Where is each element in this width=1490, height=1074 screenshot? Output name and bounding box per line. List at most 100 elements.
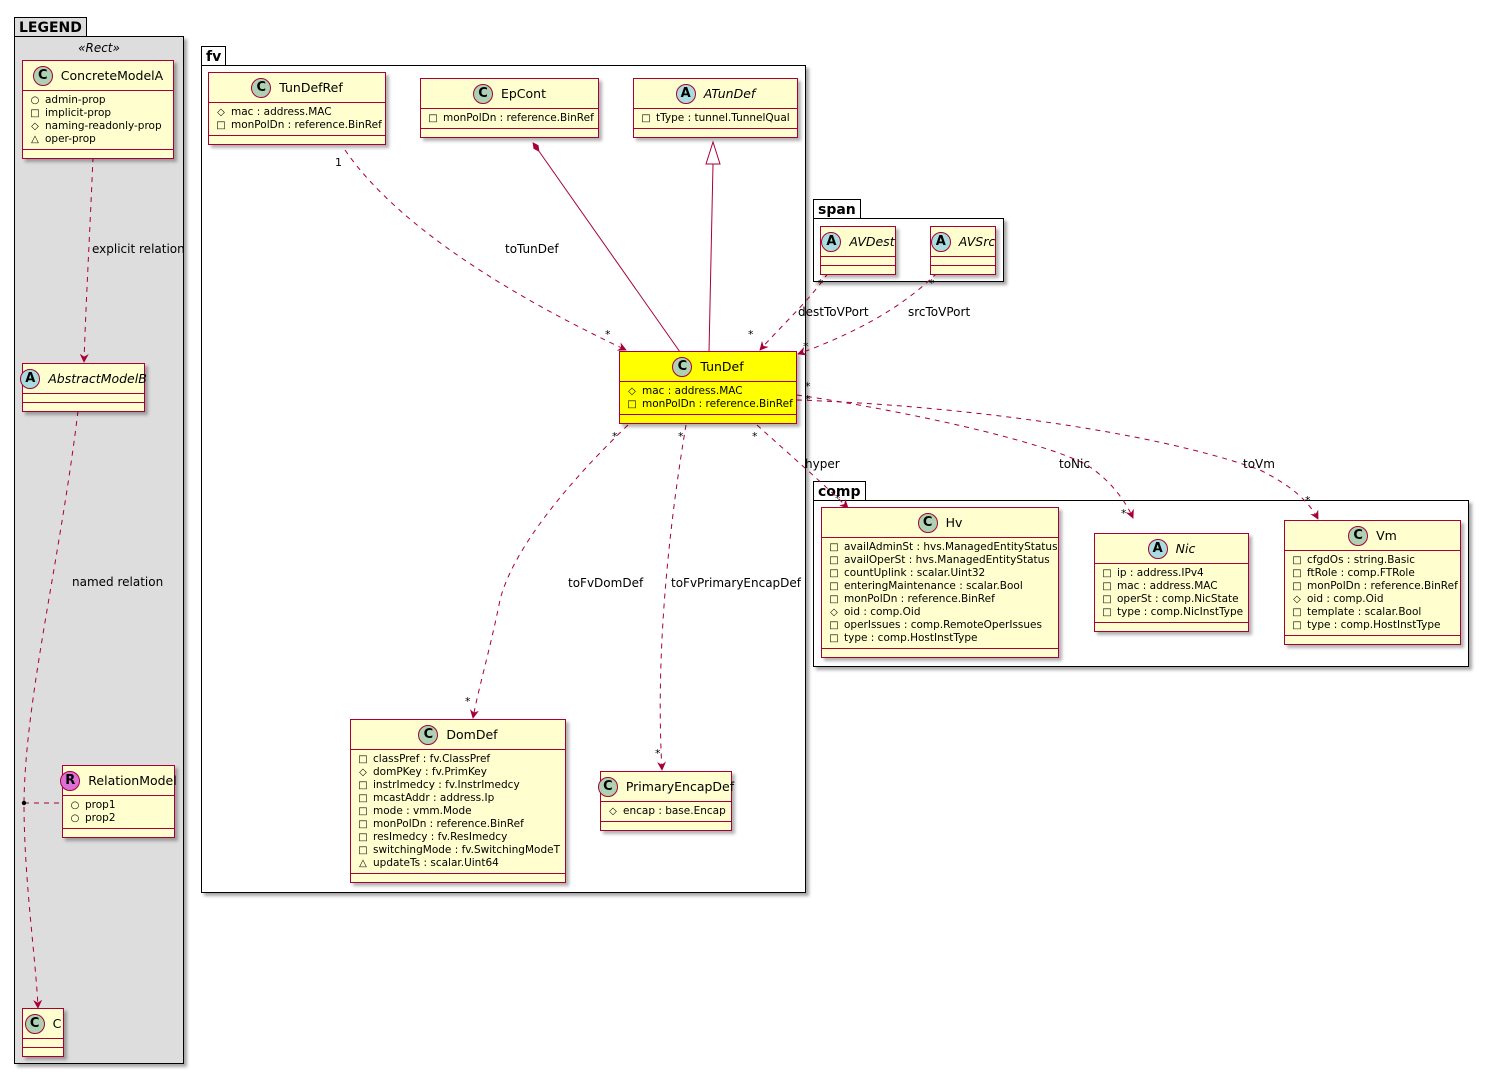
class-name: PrimaryEncapDef bbox=[625, 779, 735, 794]
attribute-text: encap : base.Encap bbox=[623, 805, 726, 817]
class-attribute: ◇ mac : address.MAC bbox=[215, 106, 379, 119]
class-attribute: □countUplink : scalar.Uint32 bbox=[828, 567, 1052, 580]
package-comp-tab: comp bbox=[813, 481, 866, 500]
attribute-text: type : comp.NicInstType bbox=[1117, 606, 1244, 618]
class-name: ATunDef bbox=[703, 86, 756, 101]
mult-dest-source: * bbox=[818, 277, 824, 290]
class-kind-icon: C bbox=[24, 1013, 45, 1034]
class-name: EpCont bbox=[500, 86, 547, 101]
attribute-text: mode : vmm.Mode bbox=[373, 805, 472, 817]
class-name: ConcreteModelA bbox=[60, 68, 164, 83]
class-name: Hv bbox=[945, 515, 963, 530]
visibility-icon: ◇ bbox=[217, 107, 225, 118]
attribute-text: resImedcy : fv.ResImedcy bbox=[373, 831, 508, 843]
mult-nic-target: * bbox=[1121, 507, 1127, 520]
label-hyper: hyper bbox=[805, 457, 840, 471]
class-kind-icon: C bbox=[917, 512, 938, 533]
class-attribute: □ monPolDn : reference.BinRef bbox=[828, 593, 1052, 606]
visibility-icon: ◇ bbox=[1293, 594, 1301, 605]
visibility-icon: □ bbox=[1102, 568, 1112, 579]
attribute-text: oid : comp.Oid bbox=[1307, 593, 1384, 605]
edge-named-relation bbox=[23, 410, 79, 1009]
class-attribute: ○prop1 bbox=[69, 799, 168, 812]
class-methods bbox=[63, 829, 174, 837]
visibility-icon: □ bbox=[30, 108, 40, 119]
class-methods bbox=[23, 150, 173, 158]
attribute-text: implicit-prop bbox=[45, 107, 112, 119]
class-kind-icon: C bbox=[32, 65, 53, 86]
generalization-triangle bbox=[705, 140, 721, 165]
class-methods bbox=[634, 129, 797, 137]
class-methods bbox=[1095, 623, 1248, 631]
visibility-icon: ◇ bbox=[609, 806, 617, 817]
class-attributes bbox=[23, 1039, 63, 1048]
attribute-text: admin-prop bbox=[45, 94, 106, 106]
class-methods bbox=[351, 874, 565, 882]
label-toFvDomDef: toFvDomDef bbox=[568, 576, 644, 590]
visibility-icon: □ bbox=[428, 113, 438, 124]
class-attribute: ◇oid : comp.Oid bbox=[828, 606, 1052, 619]
class-attribute: □availAdminSt : hvs.ManagedEntityStatus bbox=[828, 541, 1057, 554]
label-toNic: toNic bbox=[1059, 457, 1090, 471]
attribute-text: instrImedcy : fv.InstrImedcy bbox=[373, 779, 520, 791]
attribute-text: naming-readonly-prop bbox=[45, 120, 162, 132]
visibility-icon: □ bbox=[1292, 555, 1302, 566]
visibility-icon: ◇ bbox=[31, 121, 39, 132]
mult-domdef-target: * bbox=[465, 695, 471, 708]
class-attribute: □mode : vmm.Mode bbox=[357, 805, 559, 818]
package-legend-body: «Rect» bbox=[14, 36, 184, 1064]
visibility-icon: □ bbox=[829, 555, 839, 566]
class-kind-icon: C bbox=[251, 77, 272, 98]
visibility-icon: □ bbox=[829, 594, 839, 605]
class-methods bbox=[1285, 636, 1460, 644]
abstract-kind-icon: A bbox=[930, 231, 951, 252]
attribute-text: monPolDn : reference.BinRef bbox=[844, 593, 995, 605]
visibility-icon: □ bbox=[829, 633, 839, 644]
mult-toTunDef-target: * bbox=[605, 328, 611, 341]
attribute-text: monPolDn : reference.BinRef bbox=[1307, 580, 1458, 592]
class-attribute: ○admin-prop bbox=[29, 94, 167, 107]
attribute-text: mac : address.MAC bbox=[231, 106, 332, 118]
class-attribute: □cfgdOs : string.Basic bbox=[1291, 554, 1454, 567]
attribute-text: operSt : comp.NicState bbox=[1117, 593, 1239, 605]
attribute-text: oper-prop bbox=[45, 133, 96, 145]
edge-destToVPort bbox=[759, 272, 829, 351]
class-attribute: ◇domPKey : fv.PrimKey bbox=[357, 766, 559, 779]
class-attributes: □ip : address.IPv4□mac : address.MAC□ope… bbox=[1095, 564, 1248, 623]
class-concretemodela: C ConcreteModelA ○admin-prop□ implicit-prop… bbox=[22, 60, 174, 159]
label-toVm: toVm bbox=[1243, 457, 1275, 471]
attribute-text: tType : tunnel.TunnelQual bbox=[656, 112, 790, 124]
attribute-text: updateTs : scalar.Uint64 bbox=[373, 857, 499, 869]
visibility-icon: □ bbox=[829, 620, 839, 631]
relation-junction-dot bbox=[21, 800, 27, 806]
edge-srcToVPort bbox=[797, 272, 938, 356]
class-attributes: ◇mac : address.MAC□monPolDn : reference.… bbox=[620, 382, 796, 415]
mult-hyper-source: * bbox=[752, 430, 758, 443]
attribute-text: type : comp.HostInstType bbox=[1307, 619, 1441, 631]
class-attribute: △updateTs : scalar.Uint64 bbox=[357, 857, 559, 870]
attribute-text: monPolDn : reference.BinRef bbox=[642, 398, 793, 410]
class-kind-icon: C bbox=[418, 724, 439, 745]
mult-dest-target: * bbox=[748, 328, 754, 341]
class-attributes bbox=[821, 257, 895, 266]
class-attribute: □ftRole : comp.FTRole bbox=[1291, 567, 1454, 580]
class-name: Vm bbox=[1376, 528, 1397, 543]
attribute-text: template : scalar.Bool bbox=[1307, 606, 1422, 618]
abstract-kind-icon: A bbox=[20, 368, 41, 389]
attribute-text: classPref : fv.ClassPref bbox=[373, 753, 491, 765]
visibility-icon: □ bbox=[358, 780, 368, 791]
attribute-text: monPolDn : reference.BinRef bbox=[231, 119, 382, 131]
visibility-icon: □ bbox=[358, 832, 368, 843]
